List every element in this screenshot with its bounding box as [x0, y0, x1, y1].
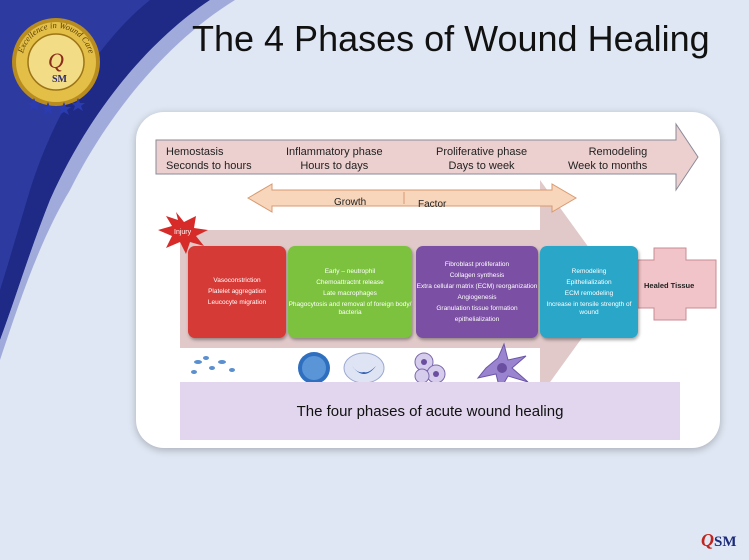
macrophage-cell-illustration: [343, 352, 385, 384]
timeline-arrow: [155, 122, 699, 192]
box-line: epithelialization: [454, 315, 500, 323]
phase-name: Inflammatory phase: [286, 146, 383, 158]
footer-logo-q: Q: [701, 530, 714, 550]
hemostasis-box: Vasoconstriction Platelet aggregation Le…: [188, 246, 286, 338]
phase-name: Proliferative phase: [436, 146, 528, 158]
phase-name: Remodeling: [588, 146, 648, 158]
svg-text:SM: SM: [52, 74, 68, 85]
footer-logo-sm: SM: [714, 534, 737, 550]
box-line: Fibroblast proliferation: [444, 260, 510, 268]
phase-inflammatory: Inflammatory phase Hours to days: [286, 145, 383, 173]
box-line: Late macrophages: [323, 289, 377, 297]
phase-proliferative: Proliferative phase Days to week: [436, 145, 527, 173]
box-line: Leucocyte migration: [207, 299, 267, 306]
box-line: Extra cellular matrix (ECM) reorganizati…: [416, 282, 538, 290]
proliferative-box: Fibroblast proliferation Collagen synthe…: [416, 246, 538, 338]
phase-duration: Days to week: [448, 160, 515, 172]
fibroblast-cells-illustration: [414, 352, 446, 384]
phase-duration: Hours to days: [300, 160, 369, 172]
platelet-cells-illustration: [191, 356, 235, 374]
wound-healing-diagram: Hemostasis Seconds to hours Inflammatory…: [136, 112, 720, 448]
box-line: Angiogenesis: [457, 293, 497, 301]
slide-title: The 4 Phases of Wound Healing: [192, 18, 710, 59]
box-line: Collagen synthesis: [449, 271, 505, 279]
injury-burst: [158, 212, 208, 254]
box-line: Vasoconstriction: [213, 277, 261, 284]
box-line: Epithelialization: [566, 278, 612, 286]
box-line: Increase in tensile strength of wound: [546, 300, 632, 316]
phase-name: Hemostasis: [166, 146, 224, 158]
phase-duration: Seconds to hours: [166, 160, 252, 172]
box-line: Phagocytosis and removal of foreign body…: [288, 300, 412, 316]
box-line: Remodeling: [571, 267, 607, 275]
footer-qsm-logo: QSM: [701, 530, 737, 551]
svg-text:Q: Q: [48, 48, 64, 73]
box-line: Early – neutrophil: [324, 267, 376, 275]
stellate-cell-illustration: [476, 342, 529, 392]
remodeling-box: Remodeling Epithelialization ECM remodel…: [540, 246, 638, 338]
injury-label: Injury: [174, 229, 192, 236]
diagram-caption: The four phases of acute wound healing: [180, 382, 680, 440]
box-line: ECM remodeling: [564, 289, 614, 297]
phase-duration: Week to months: [568, 160, 648, 172]
factor-label: Factor: [418, 199, 447, 210]
growth-factor-arrow: [247, 183, 577, 213]
phase-remodeling: Remodeling Week to months: [568, 145, 647, 173]
box-line: Chemoattractnt release: [316, 278, 384, 286]
healed-tissue-label: Healed Tissue: [644, 281, 695, 290]
box-line: Platelet aggregation: [208, 288, 266, 295]
growth-label: Growth: [334, 197, 367, 208]
inflammatory-box: Early – neutrophil Chemoattractnt releas…: [288, 246, 412, 338]
box-line: Granulation tissue formation: [436, 304, 518, 312]
qsm-seal-logo: Excellence in Wound Care Q SM: [12, 18, 100, 115]
healed-tissue-cross: [637, 247, 717, 321]
phase-hemostasis: Hemostasis Seconds to hours: [166, 145, 252, 173]
